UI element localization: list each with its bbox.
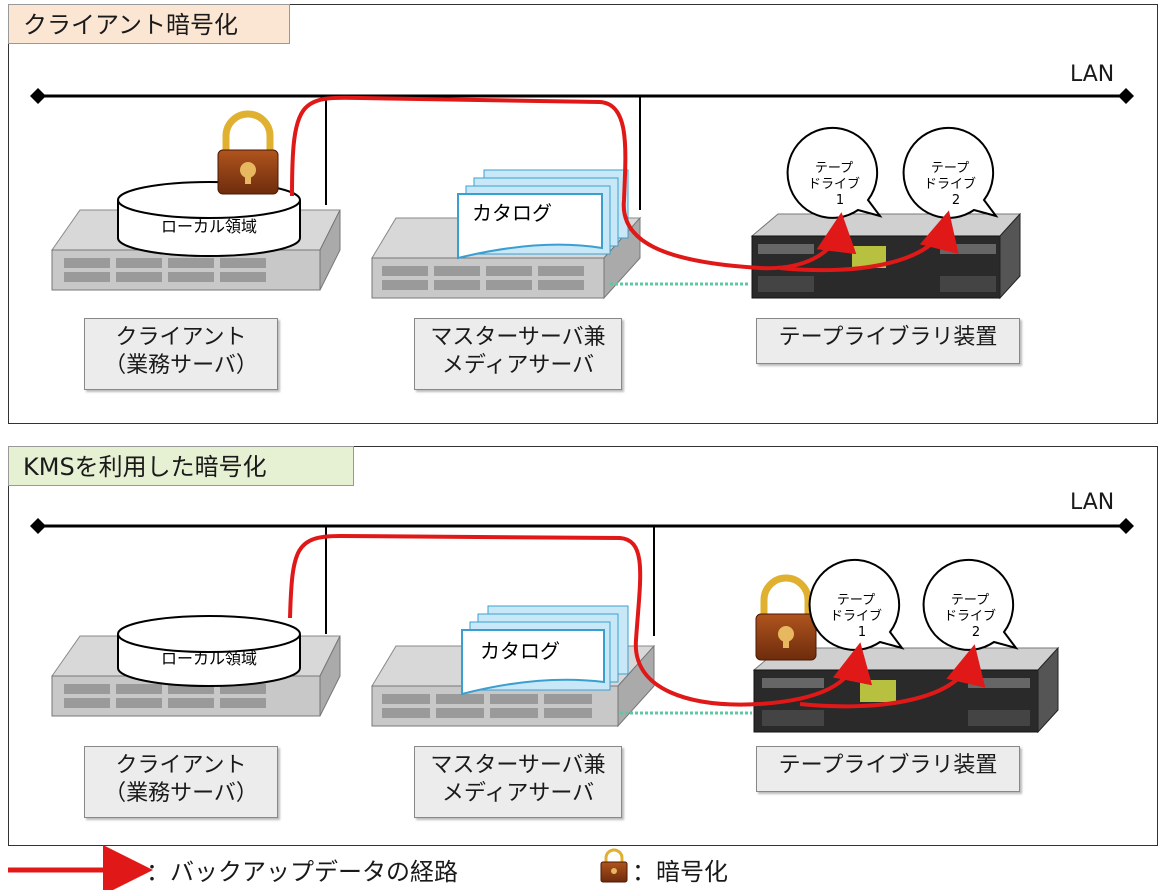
svg-text:1: 1 xyxy=(836,193,844,208)
panel-title: クライアント暗号化 xyxy=(8,4,290,44)
svg-text:ドライブ: ドライブ xyxy=(924,176,976,192)
svg-text:ドライブ: ドライブ xyxy=(944,608,996,624)
svg-text:ドライブ: ドライブ xyxy=(808,176,860,192)
lan-end-left xyxy=(30,518,46,534)
svg-text:1: 1 xyxy=(858,625,866,640)
panel-2-diagram: ローカル領域 カタログ xyxy=(30,518,1134,734)
svg-text:ドライブ: ドライブ xyxy=(830,608,882,624)
legend-lock-icon xyxy=(600,848,628,883)
panel-title: KMSを利用した暗号化 xyxy=(8,446,354,486)
lock-icon xyxy=(217,110,279,195)
lock-icon xyxy=(755,574,817,661)
svg-text:2: 2 xyxy=(972,625,980,640)
local-area-cylinder: ローカル領域 xyxy=(117,615,301,687)
client-label: クライアント （業務サーバ） xyxy=(84,318,278,390)
panel-1-diagram: ローカル領域 カタログ xyxy=(30,88,1134,300)
tape-drive-2-bubble: テープ ドライブ 2 xyxy=(922,558,1019,651)
catalog-label: カタログ xyxy=(472,201,552,225)
tape-library-label: テープライブラリ装置 xyxy=(756,746,1020,792)
tape-library-label: テープライブラリ装置 xyxy=(756,318,1020,364)
local-area-label: ローカル領域 xyxy=(161,649,257,668)
svg-text:テープ: テープ xyxy=(837,593,875,608)
catalog-stack: カタログ xyxy=(461,605,629,696)
backup-path-2 xyxy=(799,644,986,709)
svg-text:テープ: テープ xyxy=(931,161,969,176)
master-server-label: マスターサーバ兼 メディアサーバ xyxy=(414,746,622,818)
legend-path-text: ：バックアップデータの経路 xyxy=(146,858,458,886)
lan-end-right xyxy=(1118,88,1134,104)
tape-drive-1-bubble: テープ ドライブ 1 xyxy=(808,558,905,651)
legend xyxy=(8,845,628,890)
svg-text:2: 2 xyxy=(952,193,960,208)
lan-label: LAN xyxy=(1070,62,1115,87)
catalog-label: カタログ xyxy=(480,639,560,663)
tape-drive-2-bubble: テープ ドライブ 2 xyxy=(902,126,999,219)
tape-library xyxy=(752,646,1060,734)
legend-encrypt-text: ：暗号化 xyxy=(632,858,728,886)
lan-end-left xyxy=(30,88,46,104)
tape-drive-1-bubble: テープ ドライブ 1 xyxy=(786,126,883,219)
svg-text:テープ: テープ xyxy=(951,593,989,608)
master-server-label: マスターサーバ兼 メディアサーバ xyxy=(414,318,622,390)
client-label: クライアント （業務サーバ） xyxy=(84,746,278,818)
backup-path xyxy=(288,533,873,707)
local-area-label: ローカル領域 xyxy=(161,217,257,236)
svg-text:テープ: テープ xyxy=(815,161,853,176)
lan-end-right xyxy=(1118,518,1134,534)
tape-library xyxy=(750,212,1022,300)
catalog-stack: カタログ xyxy=(457,169,629,260)
backup-path-2 xyxy=(779,210,959,273)
lan-label: LAN xyxy=(1070,490,1115,515)
